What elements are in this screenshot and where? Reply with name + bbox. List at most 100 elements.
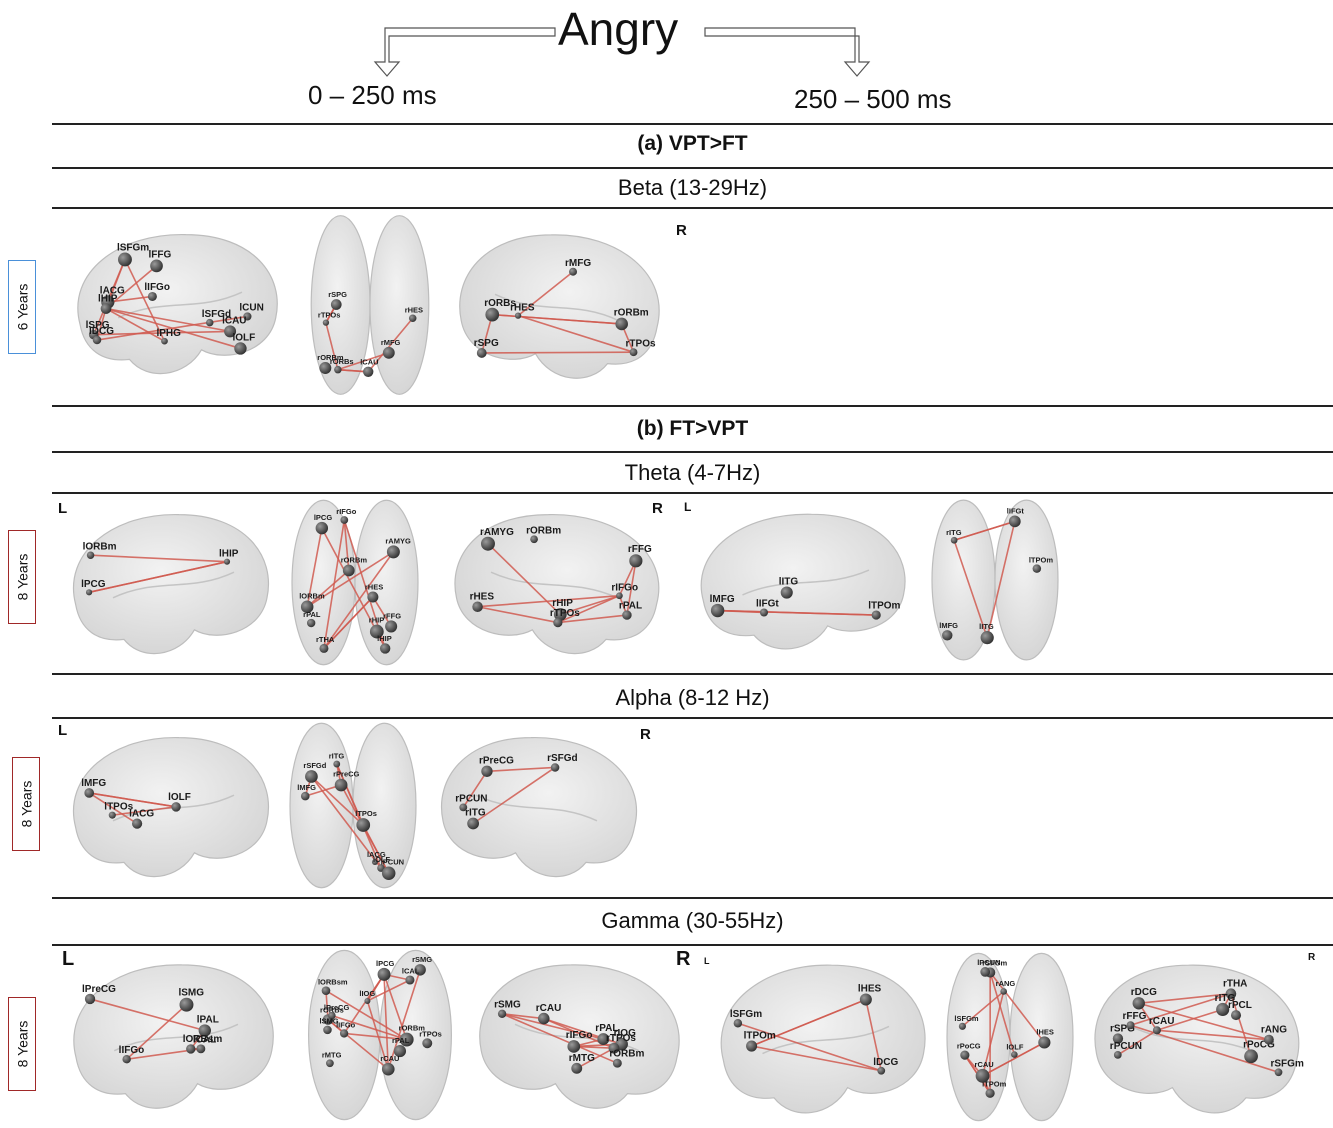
brain-panel: lSFGmrSFGmlTPOmlOLFlHESlPCUNrCAUrPoCGrAN… bbox=[946, 952, 1074, 1122]
region-node bbox=[1152, 1026, 1161, 1035]
region-node bbox=[422, 1038, 433, 1049]
divider bbox=[52, 717, 1333, 719]
connectivity-edge bbox=[477, 594, 620, 608]
region-label: rMFG bbox=[565, 258, 591, 269]
divider bbox=[52, 492, 1333, 494]
region-label: lPCUN bbox=[977, 958, 1000, 967]
sulcus-line bbox=[494, 293, 620, 322]
region-node bbox=[371, 858, 379, 866]
divider bbox=[52, 897, 1333, 899]
region-label: rHES bbox=[365, 582, 383, 591]
region-label: rSPG bbox=[474, 338, 499, 349]
region-label: rIOG bbox=[614, 1028, 636, 1039]
region-label: rTPOs bbox=[419, 1029, 442, 1038]
connectivity-edge bbox=[126, 1004, 188, 1060]
connectivity-edge bbox=[517, 271, 574, 317]
connectivity-edge bbox=[462, 770, 488, 808]
connectivity-edge bbox=[501, 1013, 604, 1040]
region-label: lHES bbox=[858, 984, 882, 995]
region-node bbox=[92, 335, 102, 345]
connectivity-edge bbox=[88, 560, 228, 594]
brain-panel: lORBsmrORBsrORBmlIFGorPALrCAUrTPOslPreCG… bbox=[307, 949, 453, 1121]
region-node bbox=[571, 1062, 583, 1074]
region-node bbox=[629, 348, 638, 357]
region-label: rITG bbox=[1215, 993, 1236, 1004]
region-label: rHIP bbox=[552, 598, 573, 609]
connectivity-edge bbox=[124, 259, 166, 342]
divider bbox=[52, 207, 1333, 209]
region-node bbox=[108, 811, 116, 819]
connectivity-edge bbox=[93, 330, 231, 336]
region-label: lACG bbox=[367, 850, 386, 859]
age-label-alpha: 8 Years bbox=[12, 757, 40, 851]
region-node bbox=[1231, 1010, 1242, 1021]
region-label: lPHG bbox=[156, 328, 181, 339]
region-node bbox=[1032, 564, 1042, 573]
region-node bbox=[328, 1011, 336, 1020]
region-node bbox=[243, 312, 252, 321]
region-label: rANG bbox=[996, 979, 1016, 988]
connectivity-edge bbox=[367, 979, 411, 1002]
connectivity-edge bbox=[472, 766, 556, 825]
region-label: lDCG bbox=[89, 326, 114, 337]
divider bbox=[52, 673, 1333, 675]
region-label: lSMG bbox=[319, 1017, 338, 1026]
sulcus-line bbox=[742, 569, 870, 596]
connectivity-edge bbox=[477, 605, 559, 624]
region-node bbox=[485, 307, 500, 322]
section-label-b: (b) FT>VPT bbox=[636, 417, 749, 440]
region-label: rDCG bbox=[1131, 987, 1157, 998]
connectivity-edge bbox=[989, 972, 1045, 1043]
region-node bbox=[612, 1058, 622, 1068]
region-node bbox=[326, 1059, 334, 1068]
region-label: lPCG bbox=[81, 579, 106, 590]
region-label: rPreCG bbox=[333, 770, 359, 779]
region-node bbox=[339, 1029, 349, 1038]
region-node bbox=[382, 346, 395, 359]
brain-hemisphere-shape bbox=[354, 499, 419, 666]
sulcus-line bbox=[117, 291, 243, 319]
connectivity-edge bbox=[737, 1022, 882, 1072]
brain-lateral-shape bbox=[720, 964, 926, 1114]
connectivity-edge bbox=[982, 1041, 1045, 1077]
region-label: lACG bbox=[100, 285, 125, 296]
connectivity-edge bbox=[1230, 993, 1252, 1057]
region-node bbox=[393, 1045, 407, 1058]
region-node bbox=[1244, 1049, 1258, 1064]
connectivity-edge bbox=[306, 527, 323, 607]
age-label-theta: 8 Years bbox=[8, 530, 36, 624]
region-label: rCAU bbox=[536, 1003, 562, 1014]
region-node bbox=[975, 1068, 990, 1083]
region-label: rPoCG bbox=[1243, 1039, 1275, 1050]
region-label: lSFGm bbox=[117, 243, 149, 254]
region-node bbox=[100, 303, 112, 314]
region-node bbox=[323, 1025, 332, 1035]
region-label: lPCG bbox=[376, 959, 395, 968]
band-label-alpha: Alpha (8-12 Hz) bbox=[615, 685, 770, 710]
region-label: lOLF bbox=[373, 855, 390, 864]
region-label: rITG bbox=[329, 752, 345, 761]
divider bbox=[52, 123, 1333, 125]
region-node bbox=[550, 763, 560, 772]
region-label: rPCUN bbox=[455, 793, 487, 804]
region-node bbox=[871, 610, 881, 620]
region-label: lSMG bbox=[178, 988, 204, 999]
region-label: rFFG bbox=[383, 611, 401, 620]
region-node bbox=[414, 964, 426, 976]
divider bbox=[52, 451, 1333, 453]
region-node bbox=[1126, 1021, 1135, 1030]
region-node bbox=[300, 600, 314, 614]
hemisphere-label: L bbox=[58, 500, 68, 517]
connectivity-edge bbox=[751, 1045, 882, 1072]
region-node bbox=[322, 319, 330, 326]
region-node bbox=[859, 993, 872, 1006]
brain-lateral-shape bbox=[459, 234, 660, 379]
region-label: rORBm bbox=[317, 353, 344, 362]
region-node bbox=[1038, 1036, 1051, 1049]
region-label: lSFGm bbox=[730, 1009, 762, 1020]
region-node bbox=[942, 630, 953, 641]
